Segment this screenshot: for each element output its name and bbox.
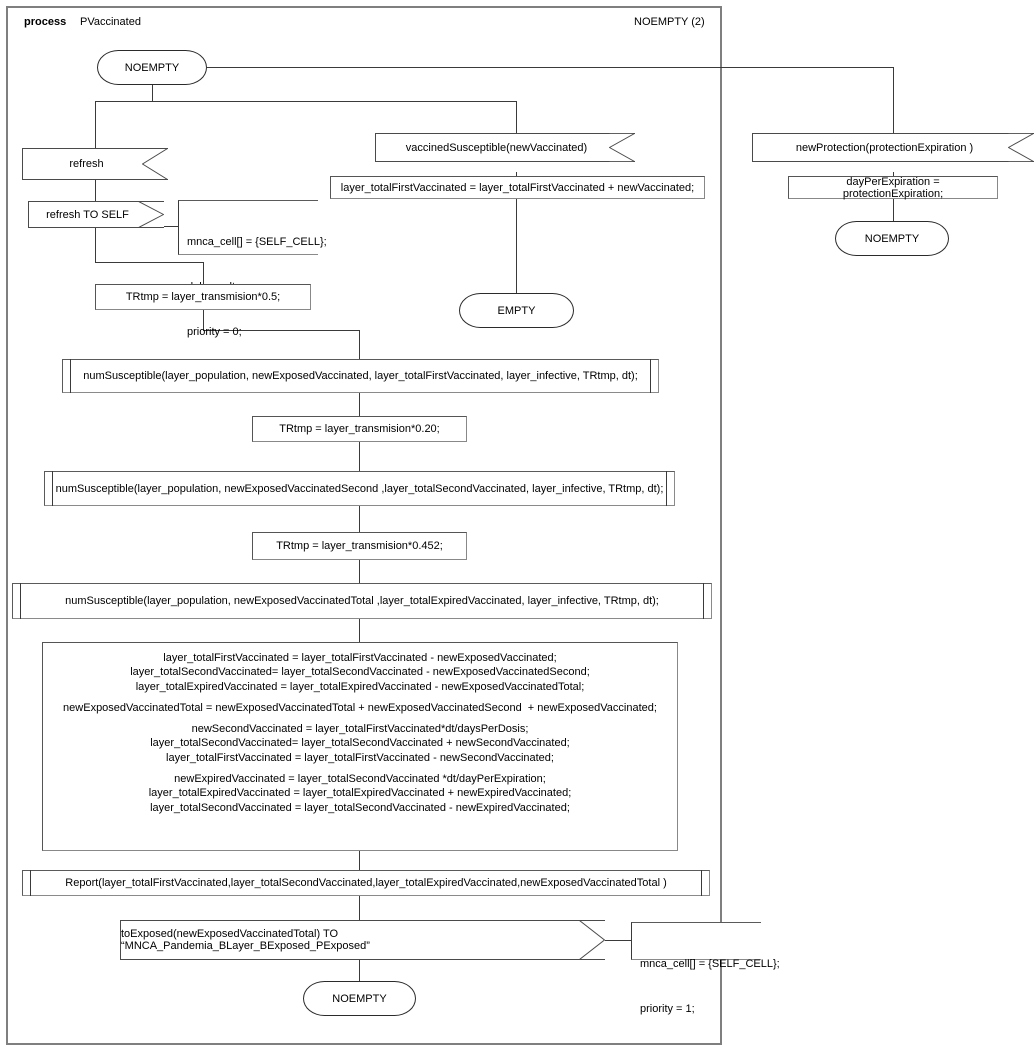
task-line: layer_totalSecondVaccinated= layer_total…: [130, 666, 590, 679]
procedure-label: Report(layer_totalFirstVaccinated,layer_…: [65, 877, 667, 889]
task-line: layer_totalFirstVaccinated = layer_total…: [166, 751, 554, 764]
connector-split-left-down: [95, 101, 96, 148]
process-name-label: PVaccinated: [80, 16, 141, 28]
output-label: refresh TO SELF: [46, 208, 129, 221]
connector-split-right-down: [516, 101, 517, 133]
state-label: NOEMPTY: [332, 992, 387, 1005]
connector-report-to-toexposed: [359, 896, 360, 920]
task-line: layer_totalExpiredVaccinated = layer_tot…: [135, 680, 585, 693]
task-label: TRtmp = layer_transmision*0.5;: [125, 291, 281, 303]
connector-refresh-to-output: [95, 180, 96, 201]
connector-trtmp05-down-a: [203, 310, 204, 330]
process-keyword-label: process: [24, 16, 67, 28]
connector-trtmp020-to-ns2: [359, 442, 360, 471]
state-end-noempty[interactable]: NOEMPTY: [303, 981, 416, 1016]
input-notch-icon: [1008, 133, 1034, 162]
state-label: EMPTY: [497, 304, 536, 317]
state-label: NOEMPTY: [124, 61, 180, 74]
task-spacer: [53, 715, 667, 722]
connector-dayexp-to-state: [893, 199, 894, 221]
connector-right-down: [893, 67, 894, 157]
output-notch-icon: [138, 201, 164, 228]
task-trtmp-0452[interactable]: TRtmp = layer_transmision*0.452;: [252, 532, 467, 560]
task-line: layer_totalFirstVaccinated = layer_total…: [163, 652, 557, 664]
state-label: NOEMPTY: [864, 232, 920, 245]
page-label: NOEMPTY (2): [634, 16, 705, 28]
task-label: dayPerExpiration = protectionExpiration;: [842, 175, 944, 200]
connector-trtmp05-jog: [203, 330, 359, 331]
task-line: newSecondVaccinated = layer_totalFirstVa…: [191, 723, 529, 736]
task-label: layer_totalFirstVaccinated = layer_total…: [340, 181, 695, 194]
connector-ns3-to-bigtask: [359, 619, 360, 642]
task-line: newExposedVaccinatedTotal = newExposedVa…: [63, 701, 657, 714]
output-to-exposed[interactable]: toExposed(newExposedVaccinatedTotal) TO …: [120, 920, 605, 960]
output-refresh-to-self[interactable]: refresh TO SELF: [28, 201, 164, 228]
comment-refresh-params: mnca_cell[] = {SELF_CELL}; delay = dt; p…: [178, 200, 327, 338]
procedure-num-susceptible-2[interactable]: numSusceptible(layer_population, newExpo…: [44, 471, 675, 506]
procedure-num-susceptible-3[interactable]: numSusceptible(layer_population, newExpo…: [12, 583, 712, 619]
connector-output-down-a: [95, 228, 96, 262]
input-label: vaccinedSusceptible(newVaccinated): [405, 141, 588, 154]
input-label: newProtection(protectionExpiration ): [795, 141, 974, 154]
connector-bigtask-to-report: [359, 851, 360, 870]
comment-line: priority = 1;: [640, 1003, 695, 1015]
state-start-noempty[interactable]: NOEMPTY: [97, 50, 207, 85]
procedure-label: numSusceptible(layer_population, newExpo…: [83, 370, 638, 382]
task-trtmp-05[interactable]: TRtmp = layer_transmision*0.5;: [95, 284, 311, 310]
input-notch-icon: [142, 148, 168, 180]
state-empty[interactable]: EMPTY: [459, 293, 574, 328]
task-day-per-expiration[interactable]: dayPerExpiration = protectionExpiration;: [788, 175, 998, 200]
task-line: layer_totalExpiredVaccinated = layer_tot…: [148, 787, 572, 800]
connector-output-jog: [95, 262, 203, 263]
comment-line: mnca_cell[] = {SELF_CELL};: [640, 958, 780, 970]
connector-task-to-empty: [516, 199, 517, 293]
task-label: TRtmp = layer_transmision*0.20;: [279, 423, 440, 435]
state-noempty-right[interactable]: NOEMPTY: [835, 221, 949, 256]
task-total-first-vaccinated[interactable]: layer_totalFirstVaccinated = layer_total…: [330, 176, 705, 199]
task-spacer: [53, 694, 667, 701]
input-refresh[interactable]: refresh: [22, 148, 168, 180]
comment-line: priority = 0;: [187, 326, 242, 338]
procedure-report[interactable]: Report(layer_totalFirstVaccinated,layer_…: [22, 870, 710, 896]
task-line: layer_totalSecondVaccinated= layer_total…: [150, 737, 570, 750]
connector-start-to-right: [207, 67, 893, 68]
comment-tail-toexposed: [605, 940, 631, 941]
task-vaccination-update-block[interactable]: layer_totalFirstVaccinated = layer_total…: [42, 642, 678, 851]
procedure-label: numSusceptible(layer_population, newExpo…: [55, 482, 664, 495]
connector-ns2-to-trtmp0452: [359, 506, 360, 532]
connector-output-down-b: [203, 262, 204, 284]
connector-split-bar: [95, 101, 517, 102]
input-label: refresh: [69, 158, 104, 170]
process-frame: [6, 6, 722, 1045]
comment-to-exposed-params: mnca_cell[] = {SELF_CELL}; priority = 1;: [631, 922, 780, 1015]
connector-vacc-to-task: [516, 172, 517, 176]
input-new-protection[interactable]: newProtection(protectionExpiration ): [752, 133, 1034, 162]
output-label: toExposed(newExposedVaccinatedTotal) TO …: [121, 928, 370, 952]
connector-toexposed-to-end: [359, 960, 360, 981]
input-vaccined-susceptible[interactable]: vaccinedSusceptible(newVaccinated): [375, 133, 635, 162]
procedure-label: numSusceptible(layer_population, newExpo…: [65, 595, 659, 607]
procedure-num-susceptible-1[interactable]: numSusceptible(layer_population, newExpo…: [62, 359, 659, 393]
connector-start-down: [152, 85, 153, 101]
task-line: layer_totalSecondVaccinated = layer_tota…: [150, 801, 570, 814]
input-notch-icon: [609, 133, 635, 162]
comment-line: mnca_cell[] = {SELF_CELL};: [187, 236, 327, 248]
connector-trtmp05-down-b: [359, 330, 360, 359]
task-trtmp-020[interactable]: TRtmp = layer_transmision*0.20;: [252, 416, 467, 442]
task-line: newExpiredVaccinated = layer_totalSecond…: [174, 773, 546, 786]
comment-tail-refresh: [156, 226, 178, 227]
connector-newprotection-to-task: [893, 172, 894, 176]
connector-trtmp0452-to-ns3: [359, 560, 360, 583]
task-spacer: [53, 765, 667, 772]
task-label: TRtmp = layer_transmision*0.452;: [276, 540, 443, 552]
connector-ns1-to-trtmp020: [359, 393, 360, 416]
